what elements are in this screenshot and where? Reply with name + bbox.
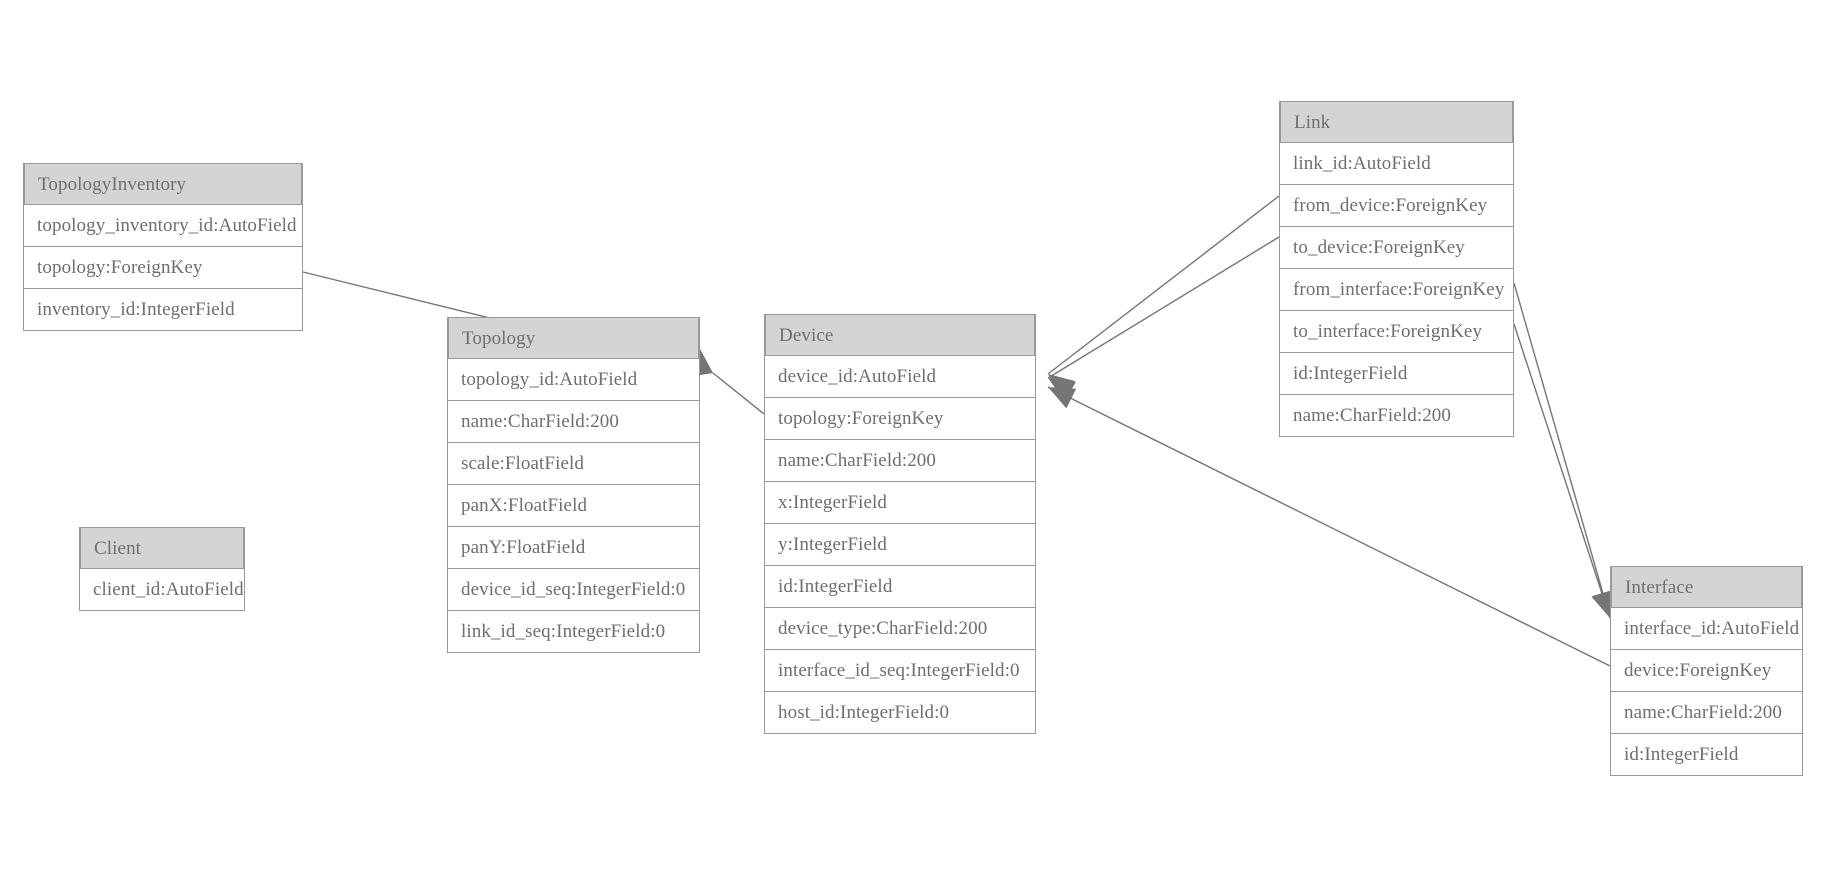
entity-field-row: panX:FloatField: [448, 484, 699, 526]
relationship-line: [1047, 195, 1280, 375]
relationship-line: [1513, 282, 1611, 619]
entity-field-row: topology_id:AutoField: [448, 359, 699, 400]
entity-field-row: device_type:CharField:200: [765, 607, 1035, 649]
entity-title-topology_inventory: TopologyInventory: [24, 163, 302, 205]
entity-field-row: inventory_id:IntegerField: [24, 288, 302, 330]
relationship-link-from-interface-to-interface: [1513, 282, 1614, 619]
entity-field-row: x:IntegerField: [765, 481, 1035, 523]
relationship-arrowhead: [1048, 374, 1076, 399]
entity-field-row: device_id:AutoField: [765, 356, 1035, 397]
entity-field-row: link_id:AutoField: [1280, 143, 1513, 184]
entity-field-row: to_interface:ForeignKey: [1280, 310, 1513, 352]
entity-field-row: from_interface:ForeignKey: [1280, 268, 1513, 310]
entity-field-row: device_id_seq:IntegerField:0: [448, 568, 699, 610]
entity-field-row: topology:ForeignKey: [24, 246, 302, 288]
entity-field-row: name:CharField:200: [1611, 691, 1802, 733]
entity-title-link: Link: [1280, 101, 1513, 143]
entity-title-client: Client: [80, 527, 244, 569]
entity-field-row: topology_inventory_id:AutoField: [24, 205, 302, 246]
entity-title-device: Device: [765, 314, 1035, 356]
entity-field-row: id:IntegerField: [1280, 352, 1513, 394]
relationship-link-to-device-to-device: [1047, 236, 1280, 401]
entity-field-row: id:IntegerField: [765, 565, 1035, 607]
relationship-arrowhead: [1048, 378, 1076, 401]
entity-field-row: interface_id_seq:IntegerField:0: [765, 649, 1035, 691]
entity-field-row: client_id:AutoField: [80, 569, 244, 610]
entity-field-row: id:IntegerField: [1611, 733, 1802, 775]
entity-field-row: panY:FloatField: [448, 526, 699, 568]
relationship-line: [1047, 236, 1280, 379]
entity-field-row: interface_id:AutoField: [1611, 608, 1802, 649]
entity-title-topology: Topology: [448, 317, 699, 359]
entity-field-row: name:CharField:200: [448, 400, 699, 442]
entity-fields-client: client_id:AutoField: [80, 569, 244, 610]
entity-field-row: device:ForeignKey: [1611, 649, 1802, 691]
entity-field-row: from_device:ForeignKey: [1280, 184, 1513, 226]
entity-field-row: name:CharField:200: [1280, 394, 1513, 436]
relationship-line: [1513, 323, 1611, 619]
entity-field-row: link_id_seq:IntegerField:0: [448, 610, 699, 652]
relationship-arrowhead: [1048, 387, 1077, 409]
relationship-link-to-interface-to-interface: [1513, 323, 1613, 619]
relationship-link-from-device-to-device: [1047, 195, 1280, 399]
entity-field-row: scale:FloatField: [448, 442, 699, 484]
entity-field-row: y:IntegerField: [765, 523, 1035, 565]
entity-field-row: name:CharField:200: [765, 439, 1035, 481]
entity-field-row: host_id:IntegerField:0: [765, 691, 1035, 733]
entity-field-row: to_device:ForeignKey: [1280, 226, 1513, 268]
entity-title-interface: Interface: [1611, 566, 1802, 608]
relationship-line: [712, 372, 765, 415]
entity-field-row: topology:ForeignKey: [765, 397, 1035, 439]
